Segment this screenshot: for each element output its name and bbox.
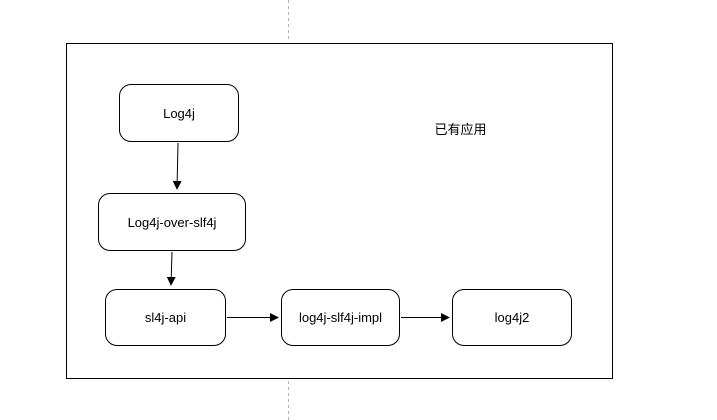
node-log4j2[interactable]: log4j2 bbox=[452, 289, 572, 346]
node-sl4j-api[interactable]: sl4j-api bbox=[105, 289, 226, 346]
node-label: sl4j-api bbox=[144, 310, 187, 325]
node-label: Log4j bbox=[163, 105, 195, 121]
node-log4j-over-slf4j[interactable]: Log4j-over-slf4j bbox=[98, 193, 246, 251]
node-label: log4j2 bbox=[494, 310, 530, 325]
node-log4j[interactable]: Log4j bbox=[119, 84, 239, 142]
node-label: Log4j-over-slf4j bbox=[127, 214, 217, 230]
annotation-existing-application: 已有应用 bbox=[434, 122, 487, 137]
diagram-frame[interactable] bbox=[66, 43, 613, 379]
node-label: log4j-slf4j-impl bbox=[298, 310, 383, 325]
node-log4j-slf4j-impl[interactable]: log4j-slf4j-impl bbox=[281, 289, 400, 346]
